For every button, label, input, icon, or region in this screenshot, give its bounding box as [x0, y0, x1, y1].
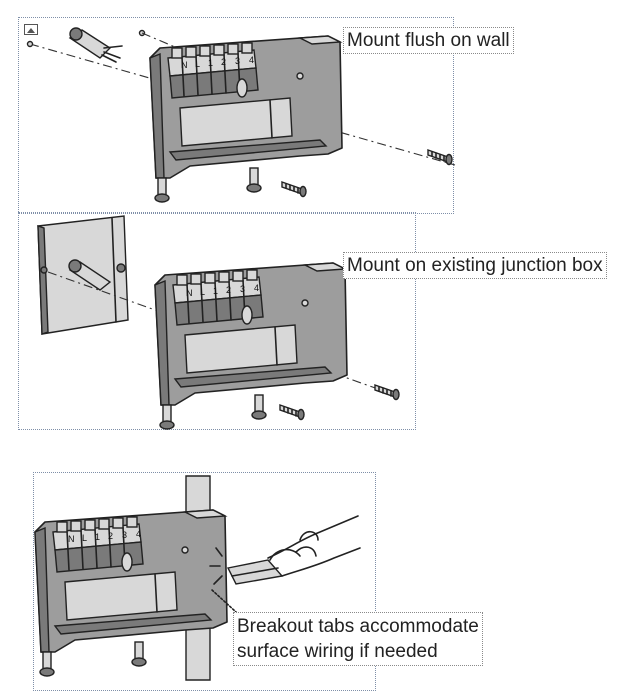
panel-mount-flush-on-wall	[18, 17, 454, 214]
svg-text:4: 4	[249, 55, 254, 65]
svg-text:2: 2	[108, 531, 113, 541]
svg-text:N: N	[181, 60, 188, 70]
svg-text:1: 1	[208, 58, 213, 68]
svg-text:4: 4	[136, 529, 141, 539]
label-breakout-line1: Breakout tabs accommodate	[237, 616, 479, 637]
svg-text:2: 2	[221, 57, 226, 67]
svg-text:N: N	[68, 534, 75, 544]
svg-text:1: 1	[95, 532, 100, 542]
wire-bundle-icon	[68, 259, 112, 291]
panel-mount-junction-box	[18, 212, 416, 430]
svg-text:3: 3	[235, 56, 240, 66]
svg-text:L: L	[195, 59, 200, 69]
pliers-hand-icon	[209, 515, 361, 585]
label-mount-junction-box: Mount on existing junction box	[343, 252, 607, 279]
image-icon	[24, 24, 38, 35]
label-breakout-tabs: Breakout tabs accommodate surface wiring…	[233, 612, 483, 666]
svg-text:1: 1	[213, 286, 218, 296]
svg-text:L: L	[200, 287, 205, 297]
label-mount-flush-on-wall: Mount flush on wall	[343, 27, 514, 54]
svg-text:2: 2	[226, 285, 231, 295]
svg-text:3: 3	[122, 530, 127, 540]
label-breakout-line2: surface wiring if needed	[237, 641, 438, 662]
svg-text:N: N	[186, 288, 193, 298]
wire-bundle-icon	[68, 27, 123, 63]
svg-text:3: 3	[240, 284, 245, 294]
svg-text:4: 4	[254, 283, 259, 293]
svg-text:L: L	[82, 533, 87, 543]
